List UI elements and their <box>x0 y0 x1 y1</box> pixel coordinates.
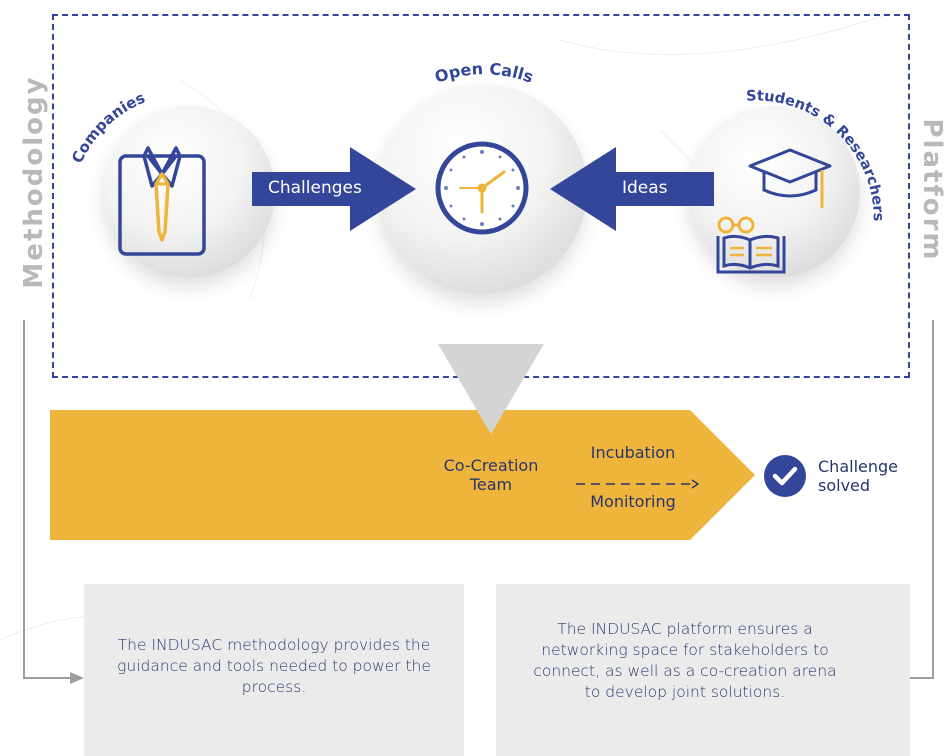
incubation-label: Incubation <box>590 443 676 462</box>
methodology-connector-arrowhead <box>70 672 84 684</box>
companies-circle <box>103 106 275 278</box>
challenge-solved-label: Challenge solved <box>818 457 898 495</box>
process-band-shape <box>50 410 755 540</box>
funnel-triangle <box>438 344 544 434</box>
ideas-arrow-label: Ideas <box>622 178 668 198</box>
challenges-arrow <box>252 147 416 231</box>
graduation-book-icon <box>716 148 832 274</box>
ideas-arrow <box>550 147 714 231</box>
shirt-tie-icon <box>118 146 206 256</box>
methodology-description: The INDUSAC methodology provides the gui… <box>117 636 431 696</box>
challenges-arrow-label: Challenges <box>268 178 362 198</box>
checkmark-icon <box>764 455 806 497</box>
clock-icon <box>435 141 529 235</box>
platform-box <box>496 584 910 756</box>
co-creation-team-label: Co-Creation Team <box>443 456 539 494</box>
process-band <box>50 344 755 540</box>
monitoring-label: Monitoring <box>590 492 676 511</box>
curved-titles: Companies Open Calls Students & Research… <box>68 59 886 221</box>
platform-description: The INDUSAC platform ensures a networkin… <box>533 620 837 701</box>
methodology-box <box>84 584 464 756</box>
